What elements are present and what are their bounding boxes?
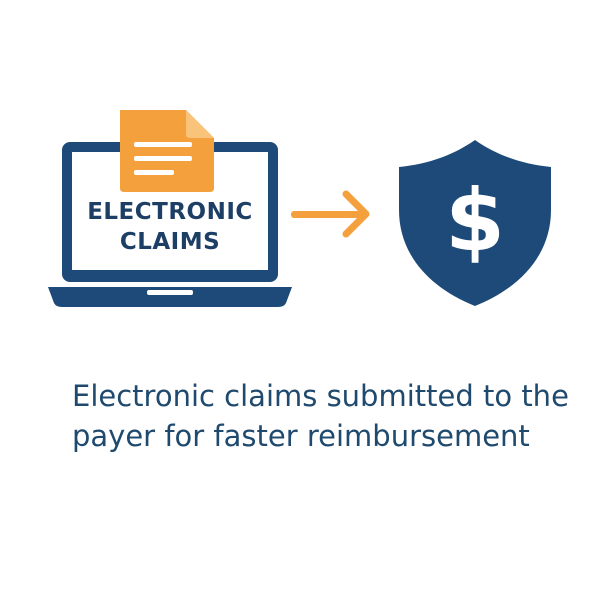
document-icon — [120, 110, 214, 192]
caption-text: Electronic claims submitted to the payer… — [72, 379, 569, 453]
laptop-screen-label: ELECTRONIC CLAIMS — [75, 197, 265, 257]
laptop-icon — [48, 142, 292, 307]
laptop-label-line1: ELECTRONIC — [87, 199, 253, 225]
laptop-label-line2: CLAIMS — [119, 229, 221, 255]
svg-text:$: $ — [445, 171, 505, 271]
illustration: $ — [48, 110, 551, 307]
shield-dollar-icon: $ — [399, 140, 551, 306]
arrow-right-icon — [291, 190, 370, 238]
